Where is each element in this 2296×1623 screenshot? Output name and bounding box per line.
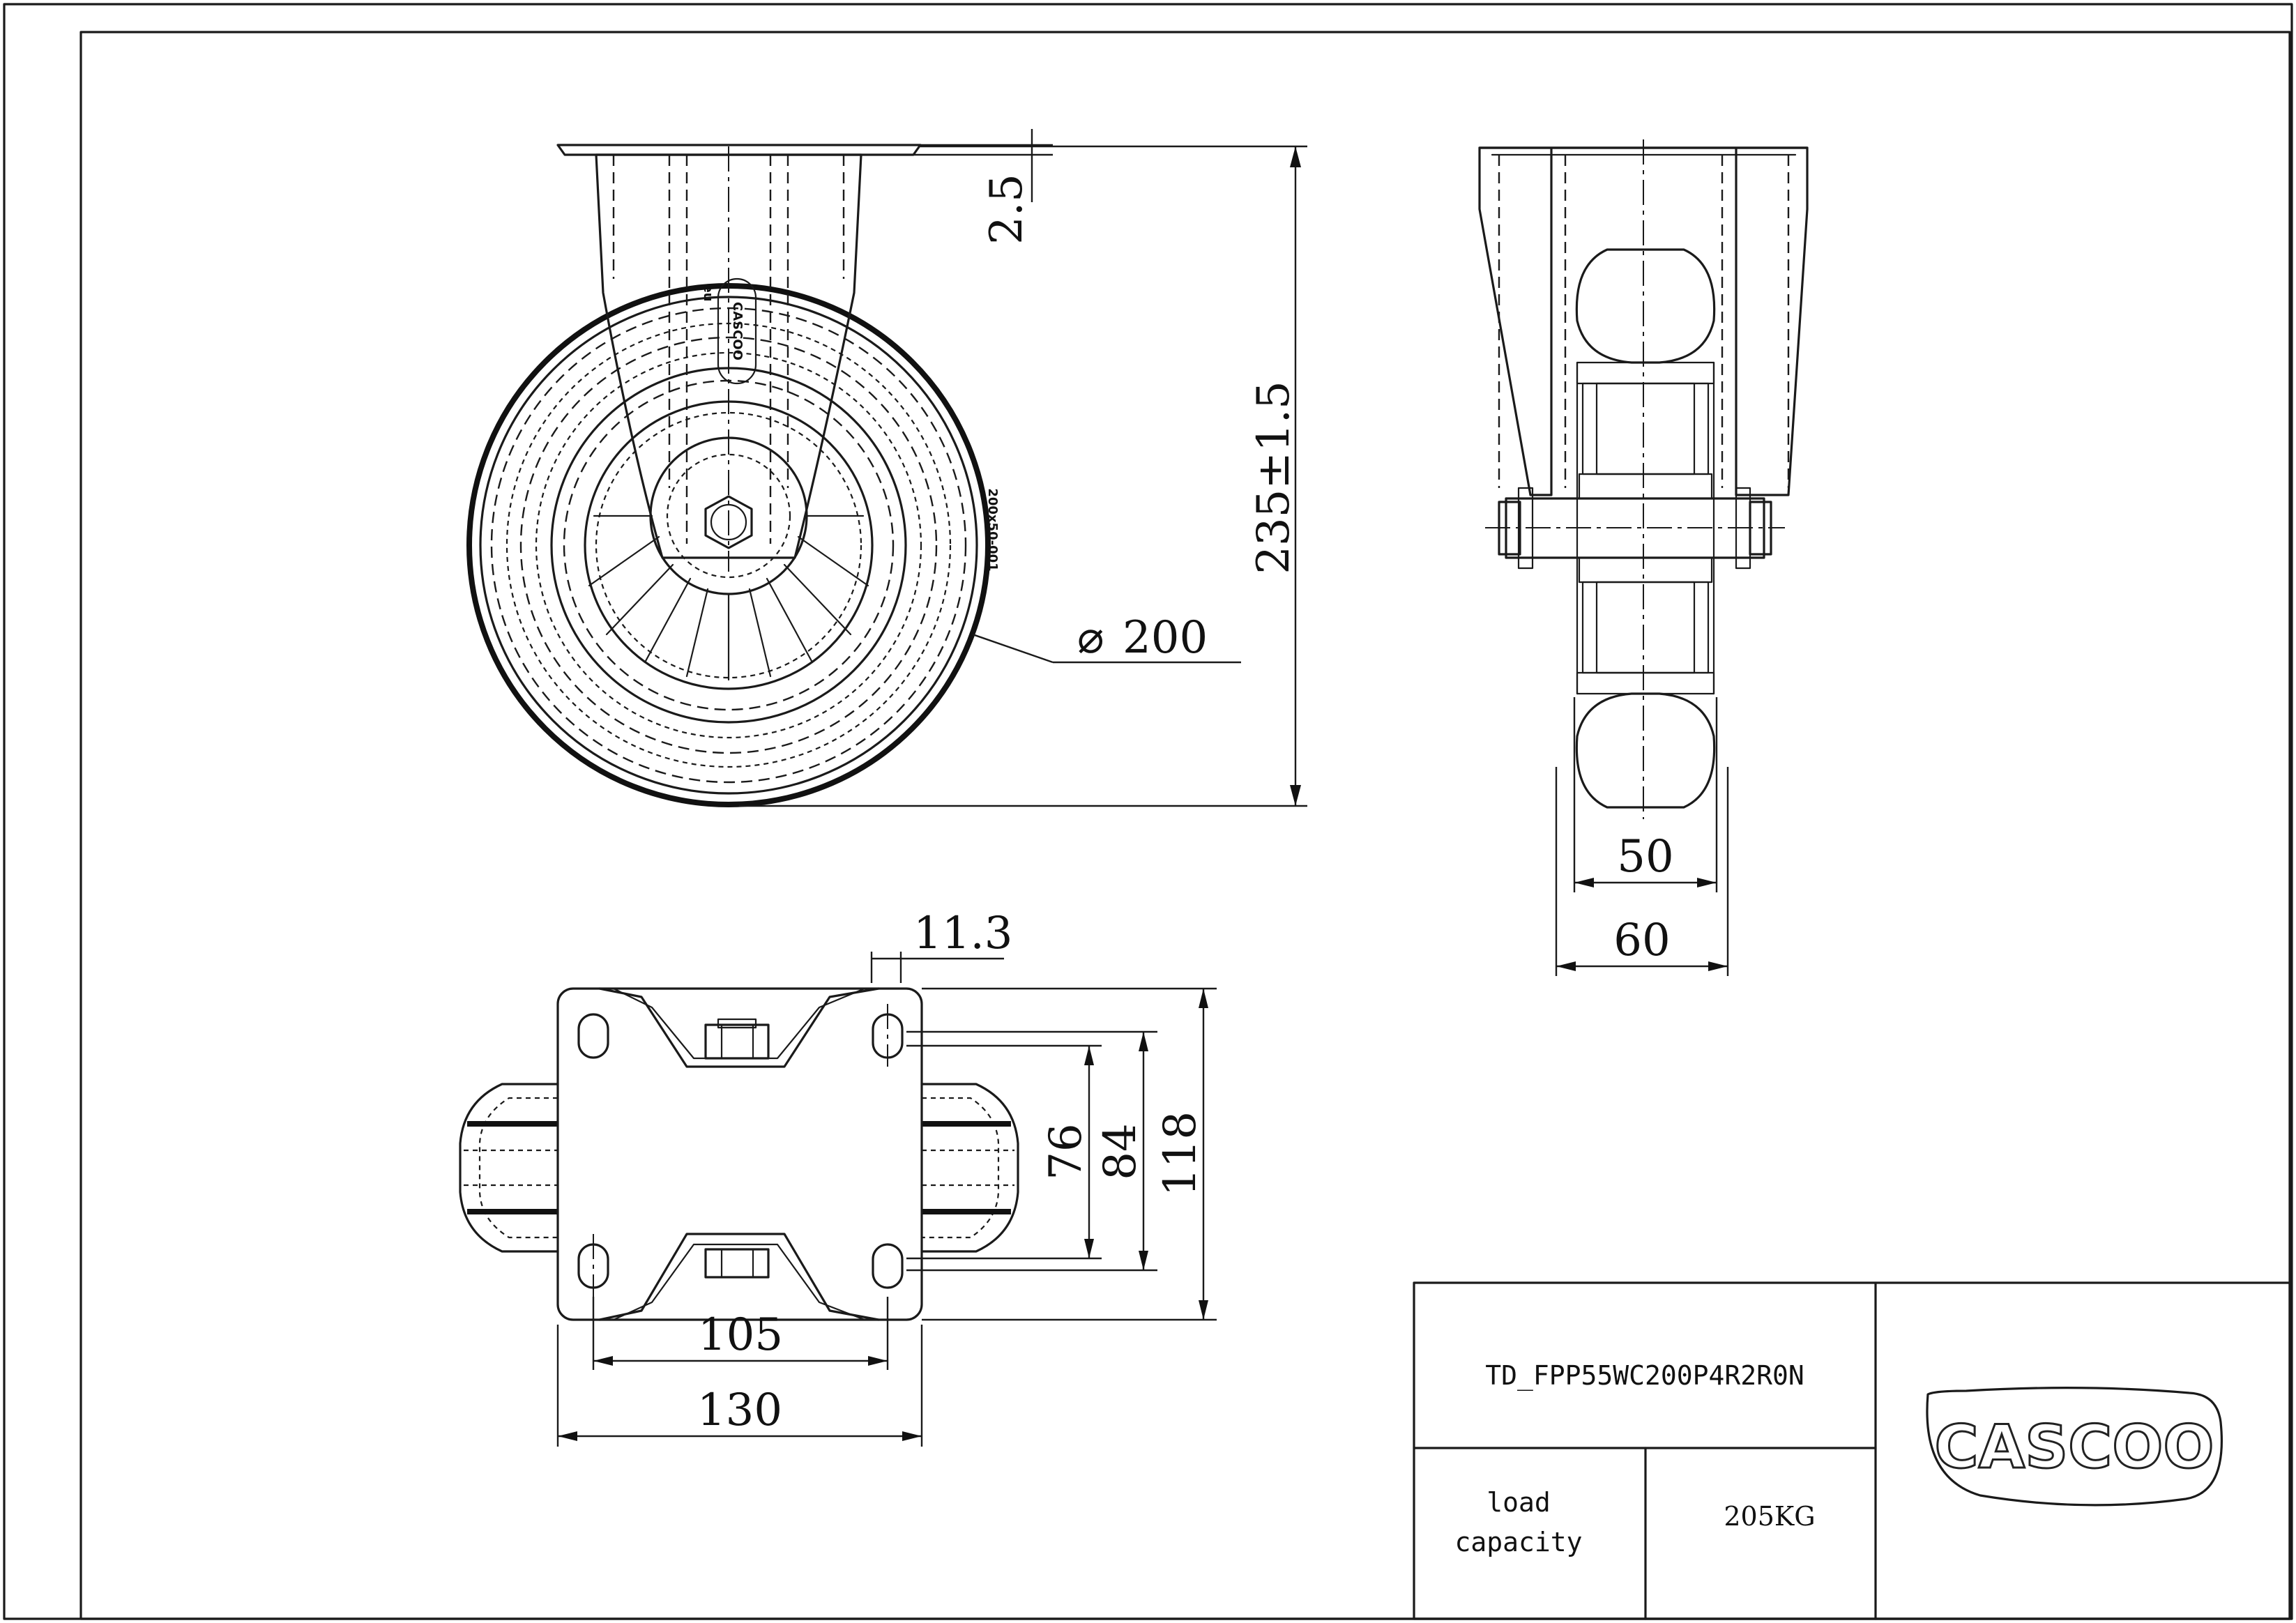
brand-logo: CASCOO: [1926, 1387, 2223, 1507]
mounting-plate: [556, 987, 923, 1321]
top-wheel-left: [459, 1083, 559, 1253]
mounting-slot-tl: [577, 1013, 609, 1059]
side-view-dimensions: 50 60: [1555, 697, 1729, 976]
load-capacity-label-line2: capacity: [1454, 1527, 1582, 1557]
mounting-slot-br: [872, 1243, 904, 1289]
load-capacity-label-line1: load: [1487, 1487, 1551, 1518]
housing-brand-text: CASCOO: [730, 302, 745, 360]
drawing-number: TD_FPP55WC200P4R2R0N: [1485, 1360, 1804, 1392]
dim-plate-width: 130: [697, 1385, 782, 1436]
dim-wheel-width: 50: [1617, 831, 1673, 883]
sheet-outer-border: [3, 3, 2293, 1620]
dim-plate-length: 118: [1155, 1111, 1206, 1196]
top-wheel-right: [920, 1083, 1019, 1253]
dim-plate-thickness: 2.5: [981, 174, 1033, 245]
brand-logo-text: CASCOO: [1935, 1412, 2214, 1482]
dim-hole-spacing-long: 84: [1095, 1123, 1146, 1180]
dim-overall-height: 235±1.5: [1248, 381, 1300, 574]
dim-fork-width: 60: [1613, 915, 1670, 966]
top-plate: [556, 144, 922, 156]
dim-edge-offset: 11.3: [913, 908, 1013, 959]
front-view: CASCOO eu 200x50-001: [466, 144, 1000, 807]
sheet-inner-border: [79, 31, 2291, 1620]
side-view: [1478, 139, 1809, 819]
front-view-dimensions: 2.5 235±1.5 ⌀ 200: [739, 129, 1307, 807]
dim-hole-spacing-width: 105: [698, 1309, 783, 1361]
top-view-dimensions: 11.3 76 84 118 105 130: [556, 908, 1217, 1447]
top-view: [459, 987, 1019, 1321]
tire-section-top: [1575, 248, 1716, 364]
load-capacity-value: 205KG: [1724, 1501, 1815, 1532]
side-hub-section: [1578, 473, 1713, 500]
fork-housing: [595, 153, 862, 559]
title-block: TD_FPP55WC200P4R2R0N load capacity 205KG…: [1413, 1281, 2291, 1620]
tire-mark-text: 200x50-001: [985, 488, 1000, 571]
top-nut-upper: [704, 1023, 770, 1060]
housing-mark-text: eu: [701, 284, 715, 301]
dim-wheel-diameter-symbol: ⌀: [1077, 612, 1104, 664]
dim-hole-spacing-short: 76: [1040, 1123, 1092, 1180]
tire-section-bottom: [1575, 692, 1716, 809]
wheel-spokes: [588, 515, 869, 681]
axle-nut: [704, 495, 753, 549]
top-nut-lower: [704, 1248, 770, 1279]
housing-brand-plate: [717, 277, 757, 385]
dim-wheel-diameter: 200: [1123, 612, 1208, 664]
